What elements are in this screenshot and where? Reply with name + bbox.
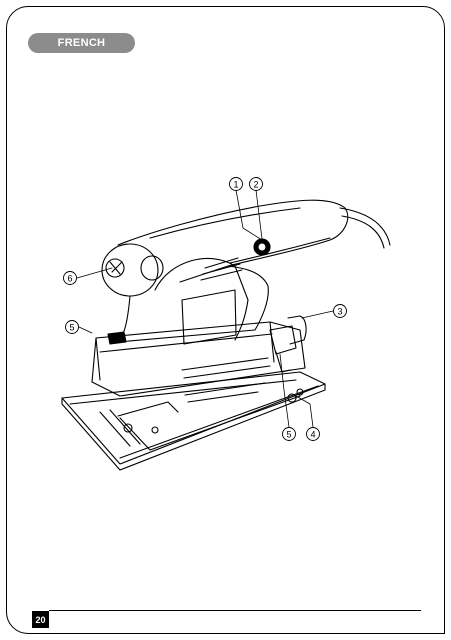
dust-outlet <box>287 315 307 345</box>
svg-text:3: 3 <box>337 307 342 317</box>
svg-text:1: 1 <box>233 180 238 190</box>
handle <box>117 199 349 283</box>
language-tab: FRENCH <box>28 33 135 53</box>
power-cord <box>339 207 391 246</box>
page-border <box>6 6 445 634</box>
svg-text:5: 5 <box>69 323 74 333</box>
callout-5-right <box>282 427 296 441</box>
svg-text:2: 2 <box>253 180 258 190</box>
svg-text:4: 4 <box>310 430 315 440</box>
callout-4 <box>306 427 320 441</box>
callout-6 <box>63 271 77 285</box>
front-knob <box>101 243 159 297</box>
svg-text:6: 6 <box>67 274 72 284</box>
callout-2 <box>249 177 263 191</box>
sanding-pad <box>61 371 326 465</box>
page-number: 20 <box>32 611 49 628</box>
callout-3 <box>333 304 347 318</box>
motor-housing <box>117 265 269 343</box>
footer-divider <box>49 610 421 611</box>
svg-text:5: 5 <box>286 430 291 440</box>
callout-1 <box>229 177 243 191</box>
callout-5-left <box>65 320 79 334</box>
callout-leaders <box>76 189 334 428</box>
